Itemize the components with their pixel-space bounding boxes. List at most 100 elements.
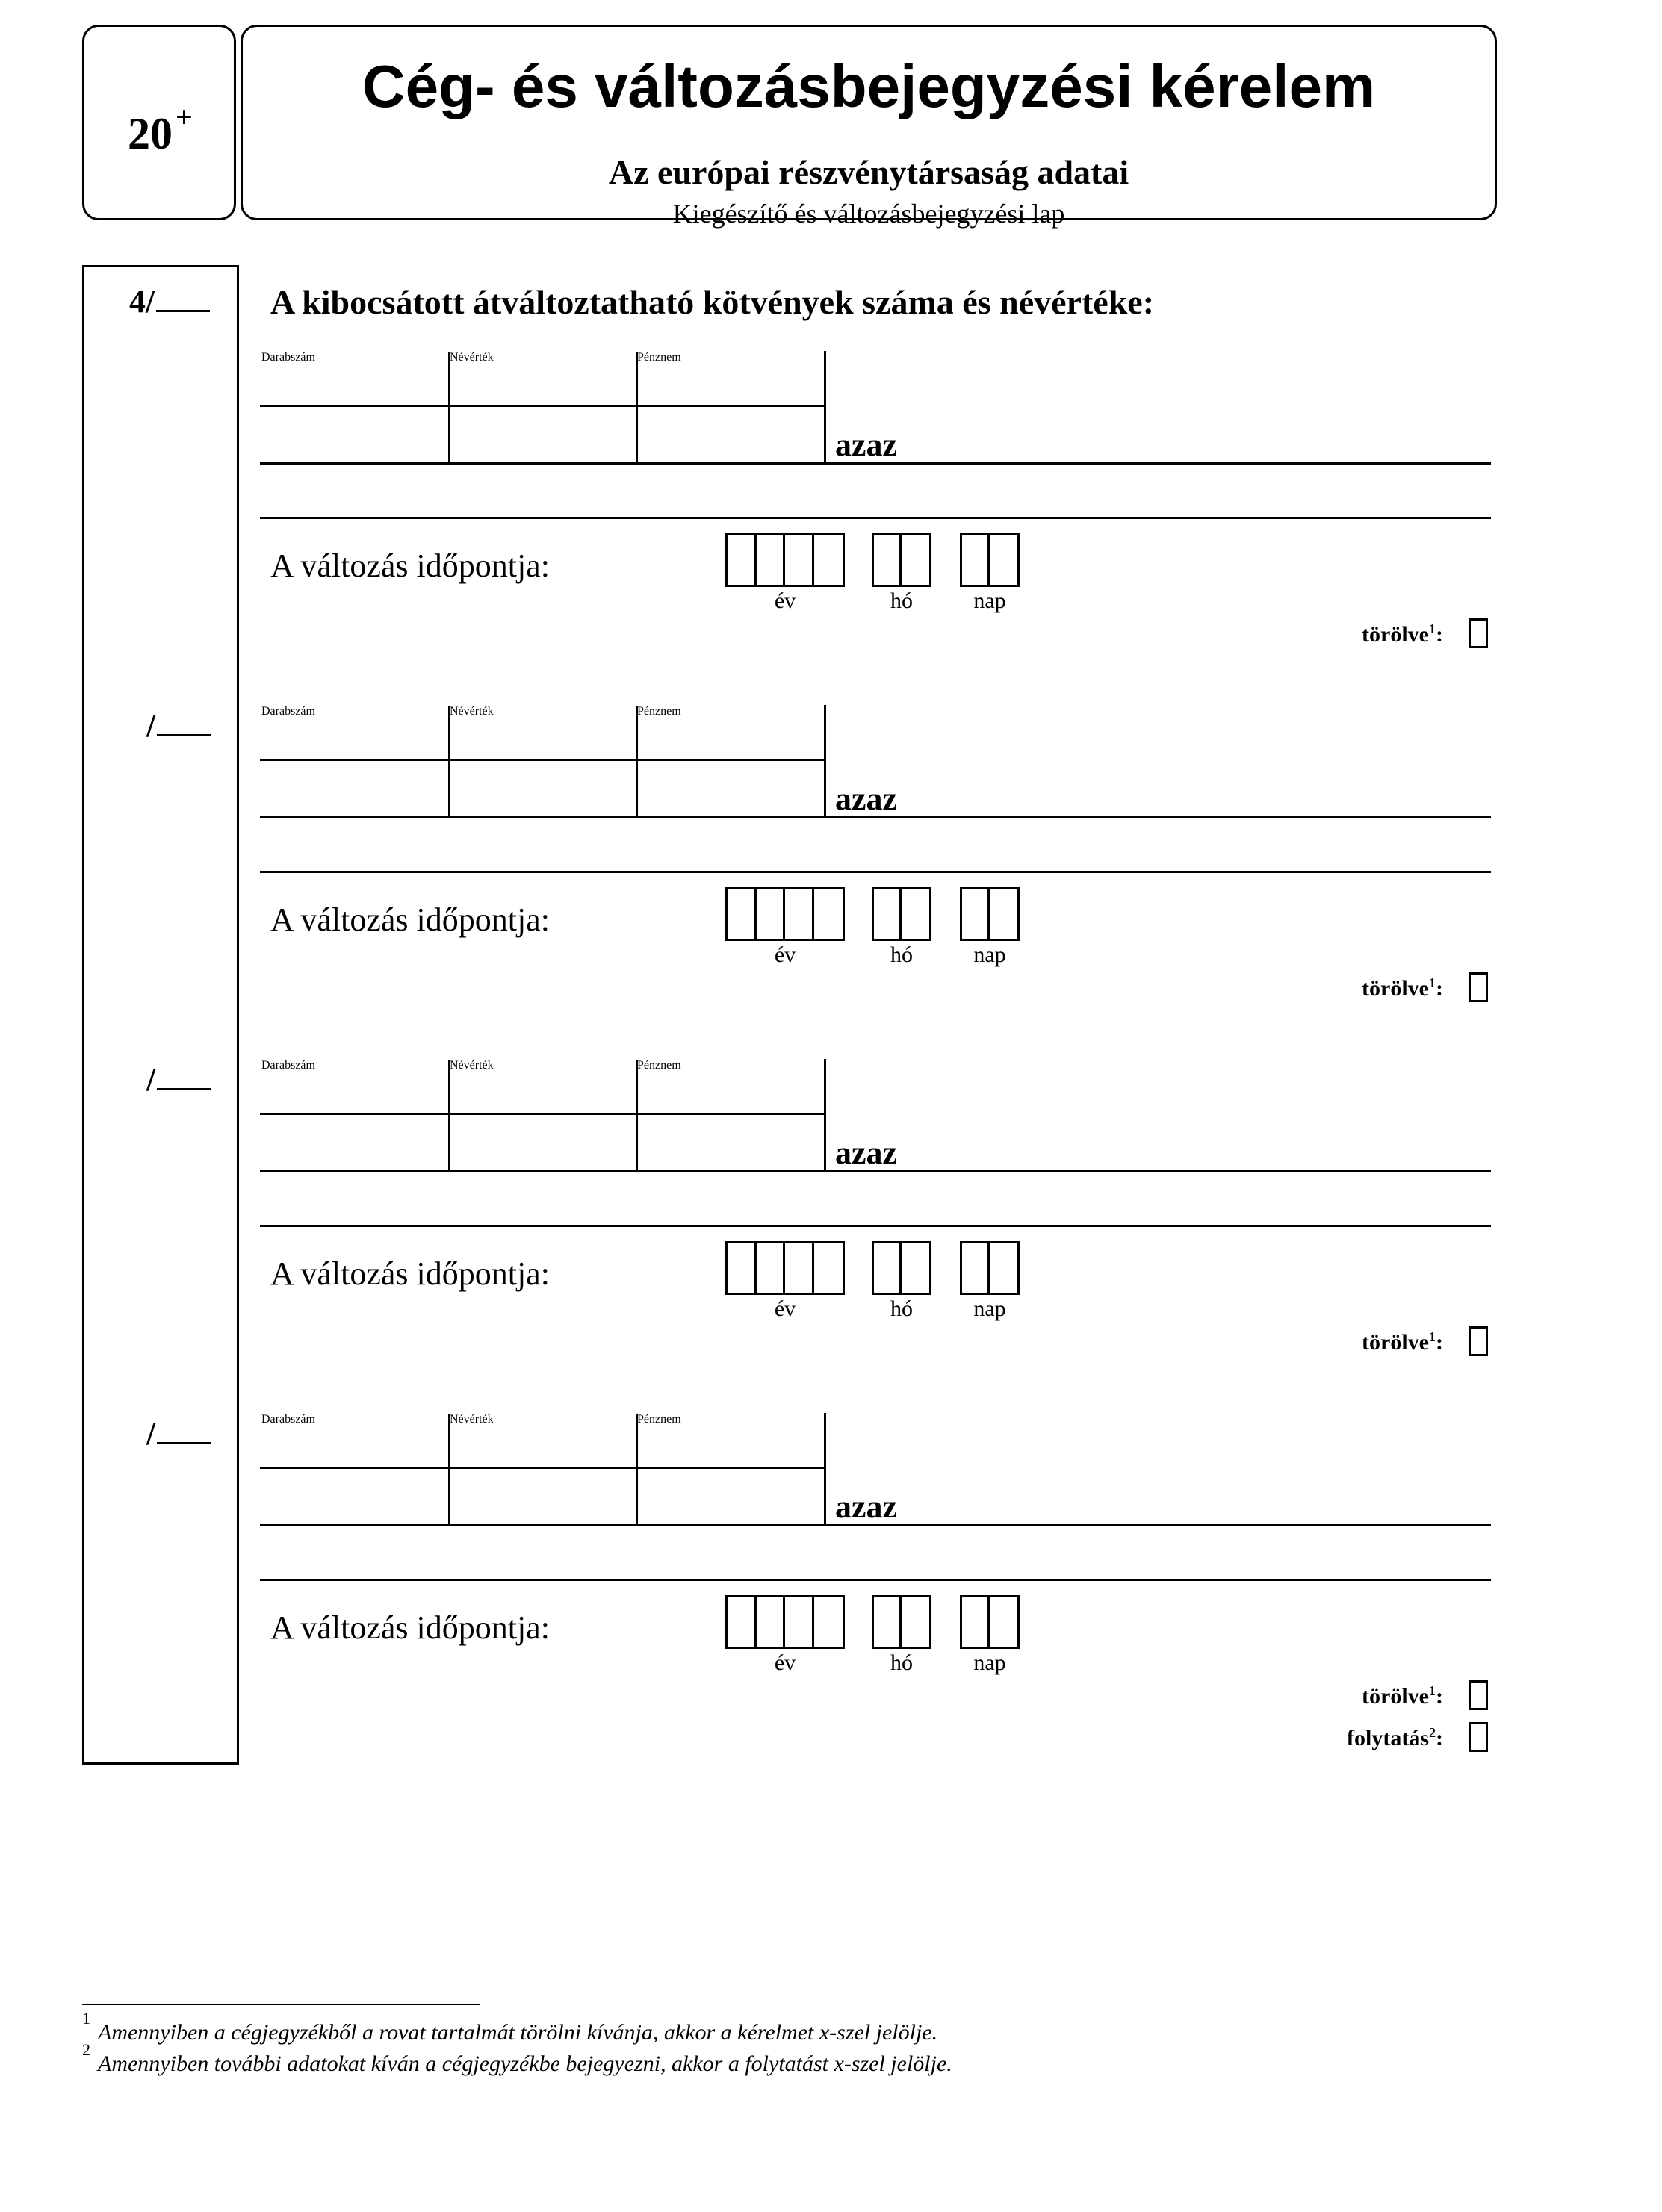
azaz-label: azaz — [835, 1134, 898, 1171]
digit-cell[interactable] — [785, 889, 814, 939]
table-header-rule — [260, 759, 825, 761]
row-number: / — [146, 1414, 211, 1453]
input-cell-penznem[interactable] — [639, 1116, 824, 1168]
row-number: / — [146, 706, 211, 745]
deleted-checkbox[interactable] — [1469, 1326, 1488, 1356]
digit-cell[interactable] — [990, 535, 1017, 585]
digit-cell[interactable] — [814, 889, 843, 939]
year-input[interactable] — [725, 1241, 845, 1295]
table-header-rule — [260, 1467, 825, 1469]
digit-cell[interactable] — [728, 1597, 757, 1647]
digit-cell[interactable] — [990, 889, 1017, 939]
column-header-darabszam: Darabszám — [261, 1413, 315, 1426]
month-input[interactable] — [872, 533, 931, 587]
input-cell-darabszam[interactable] — [263, 1116, 448, 1168]
amount-in-words-line[interactable] — [260, 1225, 1491, 1227]
day-label: nap — [973, 1296, 1006, 1321]
table-column-divider — [824, 351, 826, 463]
deleted-checkbox[interactable] — [1469, 1680, 1488, 1710]
digit-cell[interactable] — [874, 535, 902, 585]
input-cell-darabszam[interactable] — [263, 1470, 448, 1522]
digit-cell[interactable] — [990, 1597, 1017, 1647]
digit-cell[interactable] — [874, 1243, 902, 1293]
column-header-darabszam: Darabszám — [261, 705, 315, 718]
input-cell-darabszam[interactable] — [263, 762, 448, 814]
input-cell-penznem[interactable] — [639, 762, 824, 814]
digit-cell[interactable] — [874, 1597, 902, 1647]
input-cell-penznem[interactable] — [639, 408, 824, 460]
continuation-label: folytatás2: — [1347, 1725, 1443, 1750]
column-header-nevertek: Névérték — [450, 351, 494, 364]
amount-in-words-line[interactable] — [260, 871, 1491, 873]
digit-cell[interactable] — [962, 889, 990, 939]
digit-cell[interactable] — [814, 1243, 843, 1293]
day-input[interactable] — [960, 533, 1020, 587]
row-number: / — [146, 1060, 211, 1099]
day-label: nap — [973, 588, 1006, 613]
input-cell-penznem[interactable] — [639, 1470, 824, 1522]
row-number-blank[interactable] — [156, 285, 211, 312]
input-cell-nevertek[interactable] — [451, 408, 636, 460]
amount-in-words-line[interactable] — [260, 517, 1491, 519]
digit-cell[interactable] — [902, 535, 929, 585]
year-input[interactable] — [725, 1595, 845, 1649]
column-header-darabszam: Darabszám — [261, 351, 315, 364]
table-column-divider — [448, 1414, 450, 1525]
month-input[interactable] — [872, 887, 931, 941]
column-header-darabszam: Darabszám — [261, 1059, 315, 1072]
input-cell-nevertek[interactable] — [451, 762, 636, 814]
column-header-penznem: Pénznem — [637, 1413, 681, 1426]
digit-cell[interactable] — [757, 889, 786, 939]
table-column-divider — [636, 706, 638, 817]
deleted-label: törölve1: — [1362, 975, 1443, 1001]
day-input[interactable] — [960, 1595, 1020, 1649]
digit-cell[interactable] — [728, 889, 757, 939]
month-label: hó — [890, 1650, 913, 1675]
digit-cell[interactable] — [902, 1597, 929, 1647]
amount-line[interactable] — [260, 1524, 1491, 1526]
digit-cell[interactable] — [814, 1597, 843, 1647]
year-input[interactable] — [725, 887, 845, 941]
amount-in-words-line[interactable] — [260, 1579, 1491, 1581]
digit-cell[interactable] — [962, 1597, 990, 1647]
row-number-blank[interactable] — [157, 1063, 211, 1090]
year-input[interactable] — [725, 533, 845, 587]
footnote-2: 2Amennyiben további adatokat kíván a cég… — [82, 2040, 952, 2076]
digit-cell[interactable] — [902, 1243, 929, 1293]
digit-cell[interactable] — [757, 1243, 786, 1293]
amount-line[interactable] — [260, 816, 1491, 818]
day-input[interactable] — [960, 887, 1020, 941]
continuation-checkbox[interactable] — [1469, 1722, 1488, 1752]
deleted-checkbox[interactable] — [1469, 618, 1488, 648]
row-number-blank[interactable] — [157, 1417, 211, 1444]
amount-line[interactable] — [260, 1170, 1491, 1172]
digit-cell[interactable] — [728, 535, 757, 585]
table-column-divider — [636, 1060, 638, 1171]
digit-cell[interactable] — [785, 1597, 814, 1647]
digit-cell[interactable] — [962, 535, 990, 585]
day-input[interactable] — [960, 1241, 1020, 1295]
change-date-label: A változás időpontja: — [270, 547, 550, 584]
digit-cell[interactable] — [757, 1597, 786, 1647]
month-input[interactable] — [872, 1595, 931, 1649]
page-subtitle: Az európai részvénytársaság adatai — [608, 153, 1129, 191]
digit-cell[interactable] — [814, 535, 843, 585]
digit-cell[interactable] — [990, 1243, 1017, 1293]
deleted-checkbox[interactable] — [1469, 972, 1488, 1002]
digit-cell[interactable] — [785, 535, 814, 585]
row-number-blank[interactable] — [157, 709, 211, 736]
digit-cell[interactable] — [962, 1243, 990, 1293]
digit-cell[interactable] — [785, 1243, 814, 1293]
digit-cell[interactable] — [874, 889, 902, 939]
input-cell-darabszam[interactable] — [263, 408, 448, 460]
digit-cell[interactable] — [902, 889, 929, 939]
deleted-label: törölve1: — [1362, 1329, 1443, 1355]
amount-line[interactable] — [260, 462, 1491, 465]
month-input[interactable] — [872, 1241, 931, 1295]
input-cell-nevertek[interactable] — [451, 1470, 636, 1522]
page-caption: Kiegészítő és változásbejegyzési lap — [672, 199, 1065, 229]
month-label: hó — [890, 1296, 913, 1321]
input-cell-nevertek[interactable] — [451, 1116, 636, 1168]
digit-cell[interactable] — [728, 1243, 757, 1293]
digit-cell[interactable] — [757, 535, 786, 585]
